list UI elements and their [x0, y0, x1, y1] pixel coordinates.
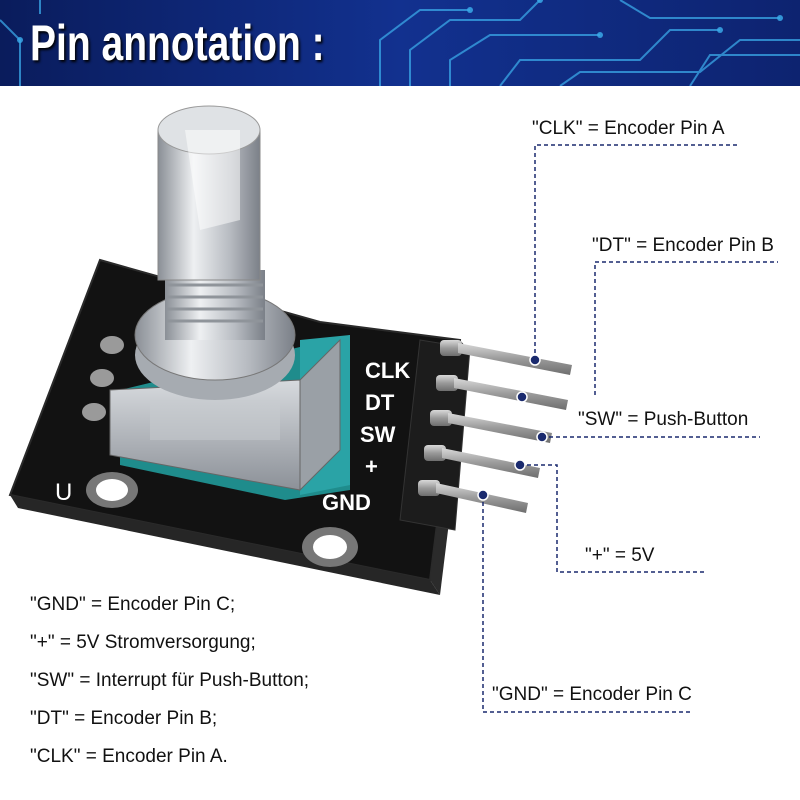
pin-summary-list: "GND" = Encoder Pin C; "+" = 5V Stromver…	[30, 590, 309, 780]
header-banner: Pin annotation :	[0, 0, 800, 86]
silkscreen-sw: SW	[360, 422, 396, 447]
callout-dt: "DT" = Encoder Pin B	[592, 235, 774, 256]
silkscreen-u: U	[55, 479, 72, 506]
list-item: "DT" = Encoder Pin B;	[30, 708, 218, 729]
pin-sw	[430, 410, 552, 443]
pin-clk	[440, 340, 572, 375]
list-item: "SW" = Interrupt für Push-Button;	[30, 670, 310, 691]
callout-plus: "+" = 5V	[585, 545, 655, 566]
list-item: "CLK" = Encoder Pin A.	[30, 746, 228, 767]
silkscreen-clk: CLK	[365, 358, 410, 383]
callout-clk: "CLK" = Encoder Pin A	[532, 118, 725, 139]
mounting-hole-right	[302, 527, 358, 567]
callout-sw: "SW" = Push-Button	[578, 409, 749, 430]
rotary-encoder-module: U CLK DT SW + GND	[8, 105, 572, 595]
list-item: "+" = 5V Stromversorgung;	[30, 632, 256, 653]
list-item: "GND" = Encoder Pin C;	[30, 594, 236, 615]
silkscreen-plus: +	[365, 454, 378, 479]
page-title: Pin annotation :	[30, 15, 325, 71]
silkscreen-gnd: GND	[322, 490, 371, 515]
silkscreen-dt: DT	[365, 390, 395, 415]
mounting-hole-left	[86, 472, 138, 508]
callout-gnd: "GND" = Encoder Pin C	[492, 684, 692, 705]
circuit-pattern	[0, 0, 800, 86]
pin-dt	[436, 375, 568, 410]
